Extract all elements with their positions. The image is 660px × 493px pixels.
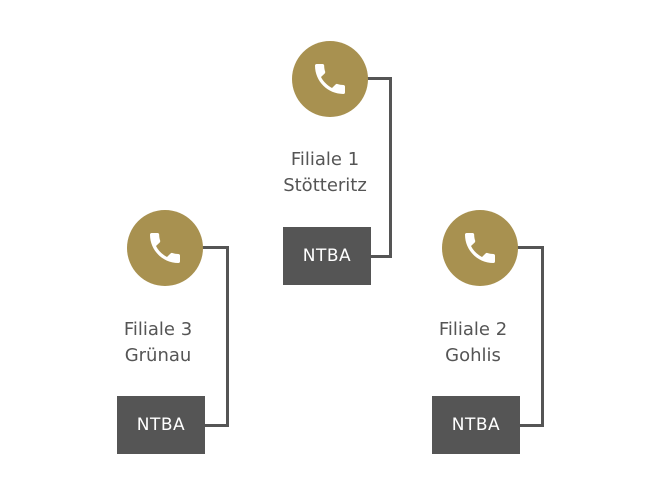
- branch-name: Filiale 1: [290, 149, 360, 170]
- phone-icon: [315, 64, 345, 94]
- ntba-box-filiale-1: NTBA: [283, 227, 371, 285]
- ntba-box-filiale-2: NTBA: [432, 396, 520, 454]
- connector-line-filiale-1: [366, 77, 392, 258]
- connector-line-filiale-2: [516, 246, 544, 427]
- branch-label-filiale-3: Filiale 3 Grünau: [88, 317, 228, 369]
- branch-label-filiale-1: Filiale 1 Stötteritz: [255, 147, 395, 199]
- ntba-label: NTBA: [302, 246, 352, 266]
- phone-icon-filiale-1: [292, 41, 368, 117]
- ntba-label: NTBA: [451, 415, 501, 435]
- branch-name: Filiale 3: [123, 319, 193, 340]
- branch-label-filiale-2: Filiale 2 Gohlis: [403, 317, 543, 369]
- phone-icon-filiale-2: [442, 210, 518, 286]
- ntba-box-filiale-3: NTBA: [117, 396, 205, 454]
- phone-icon: [150, 233, 180, 263]
- branch-district: Gohlis: [445, 345, 501, 366]
- branch-name: Filiale 2: [438, 319, 508, 340]
- phone-icon-filiale-3: [127, 210, 203, 286]
- connector-line-filiale-3: [201, 246, 229, 427]
- phone-icon: [465, 233, 495, 263]
- branch-district: Stötteritz: [283, 175, 367, 196]
- branch-district: Grünau: [124, 345, 192, 366]
- ntba-label: NTBA: [136, 415, 186, 435]
